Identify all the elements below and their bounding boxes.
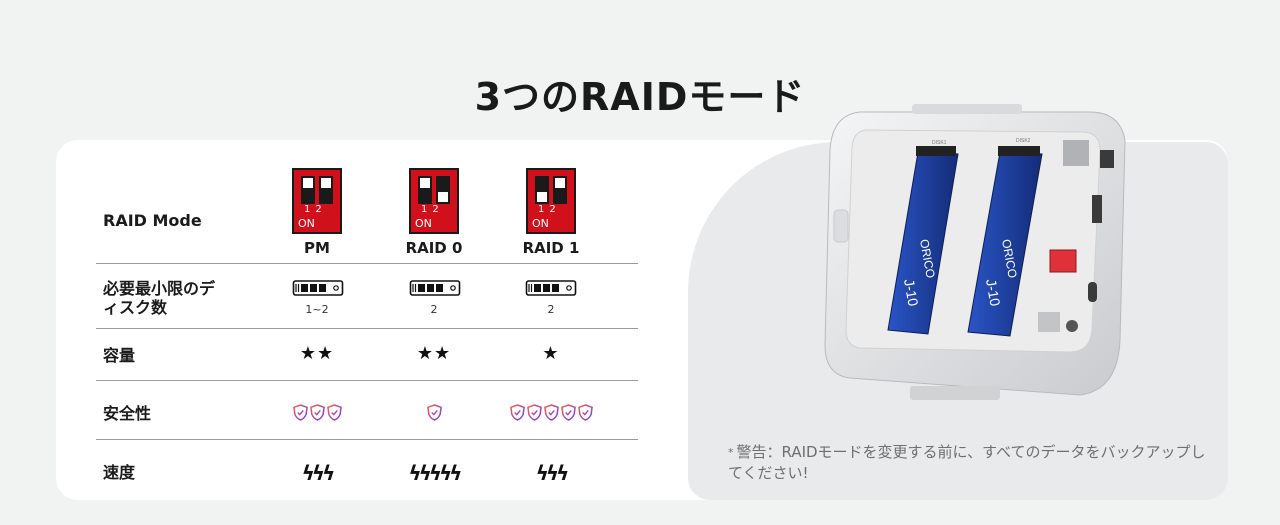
mode-name-raid0: RAID 0 xyxy=(405,239,463,257)
speed-bolts-raid1: ϟϟϟ xyxy=(535,461,570,485)
row-divider xyxy=(96,439,638,440)
row-label-speed: 速度 xyxy=(103,463,136,482)
m2-ssd-icon xyxy=(525,280,577,296)
row-label-raid-mode: RAID Mode xyxy=(103,211,202,230)
row-label-safety: 安全性 xyxy=(103,404,152,423)
dip-switch-icon: 12 ON xyxy=(292,168,342,234)
ssd2-brand: ORICO xyxy=(999,238,1020,279)
shield-icon xyxy=(326,404,342,421)
dip-switch-icon: 12 ON xyxy=(526,168,576,234)
dip-on-label: ON xyxy=(415,217,432,230)
row-divider xyxy=(96,263,638,264)
shield-icon xyxy=(543,404,559,421)
dip-on-label: ON xyxy=(532,217,549,230)
row-divider xyxy=(96,380,638,381)
row-label-min-disks: 必要最小限のデ ィスク数 xyxy=(103,279,215,317)
row-label-min-disks-line1: 必要最小限のデ xyxy=(103,279,216,298)
slot2-label: DISK2 xyxy=(1016,138,1031,144)
ssd1-model: J-10 xyxy=(901,278,922,308)
capacity-stars-raid0: ★★ xyxy=(416,343,452,364)
row-label-capacity: 容量 xyxy=(103,346,136,365)
dip-numbers: 12 xyxy=(538,204,561,215)
ssd2-model: J-10 xyxy=(983,278,1004,308)
disk-count-raid0: 2 xyxy=(430,303,438,316)
speed-bolts-raid0: ϟϟϟϟϟ xyxy=(408,461,463,485)
capacity-stars-raid1: ★ xyxy=(542,343,560,364)
dip-numbers: 12 xyxy=(421,204,444,215)
warning-text: 警告：RAIDモードを変更する前に、すべてのデータをバックアップしてください! xyxy=(728,443,1206,482)
m2-ssd-icon xyxy=(292,280,344,296)
speed-bolts-pm: ϟϟϟ xyxy=(301,461,336,485)
mode-name-pm: PM xyxy=(304,239,330,257)
shield-icon xyxy=(526,404,542,421)
safety-shields-raid1 xyxy=(496,402,606,421)
disk-count-pm: 1~2 xyxy=(305,303,329,316)
shield-icon xyxy=(509,404,525,421)
row-divider xyxy=(96,328,638,329)
shield-icon xyxy=(577,404,593,421)
shield-icon xyxy=(560,404,576,421)
ssd1-brand: ORICO xyxy=(917,238,938,279)
safety-shields-pm xyxy=(262,402,372,421)
slot1-label: DISK1 xyxy=(932,140,947,146)
page-title: 3つのRAIDモード xyxy=(474,75,806,119)
note-asterisk: * xyxy=(728,445,734,459)
mode-name-raid1: RAID 1 xyxy=(522,239,580,257)
dip-switch-icon: 12 ON xyxy=(409,168,459,234)
dip-numbers: 12 xyxy=(304,204,327,215)
shield-icon xyxy=(426,404,442,421)
warning-note: *警告：RAIDモードを変更する前に、すべてのデータをバックアップしてください! xyxy=(728,442,1208,483)
capacity-stars-pm: ★★ xyxy=(299,343,335,364)
raid-enclosure-illustration: ORICO J-10 ORICO J-10 DISK1 DISK2 xyxy=(824,104,1126,400)
row-label-min-disks-line2: ィスク数 xyxy=(103,298,168,317)
disk-count-raid1: 2 xyxy=(547,303,555,316)
shield-icon xyxy=(292,404,308,421)
safety-shields-raid0 xyxy=(379,402,489,421)
m2-ssd-icon xyxy=(409,280,461,296)
dip-on-label: ON xyxy=(298,217,315,230)
shield-icon xyxy=(309,404,325,421)
